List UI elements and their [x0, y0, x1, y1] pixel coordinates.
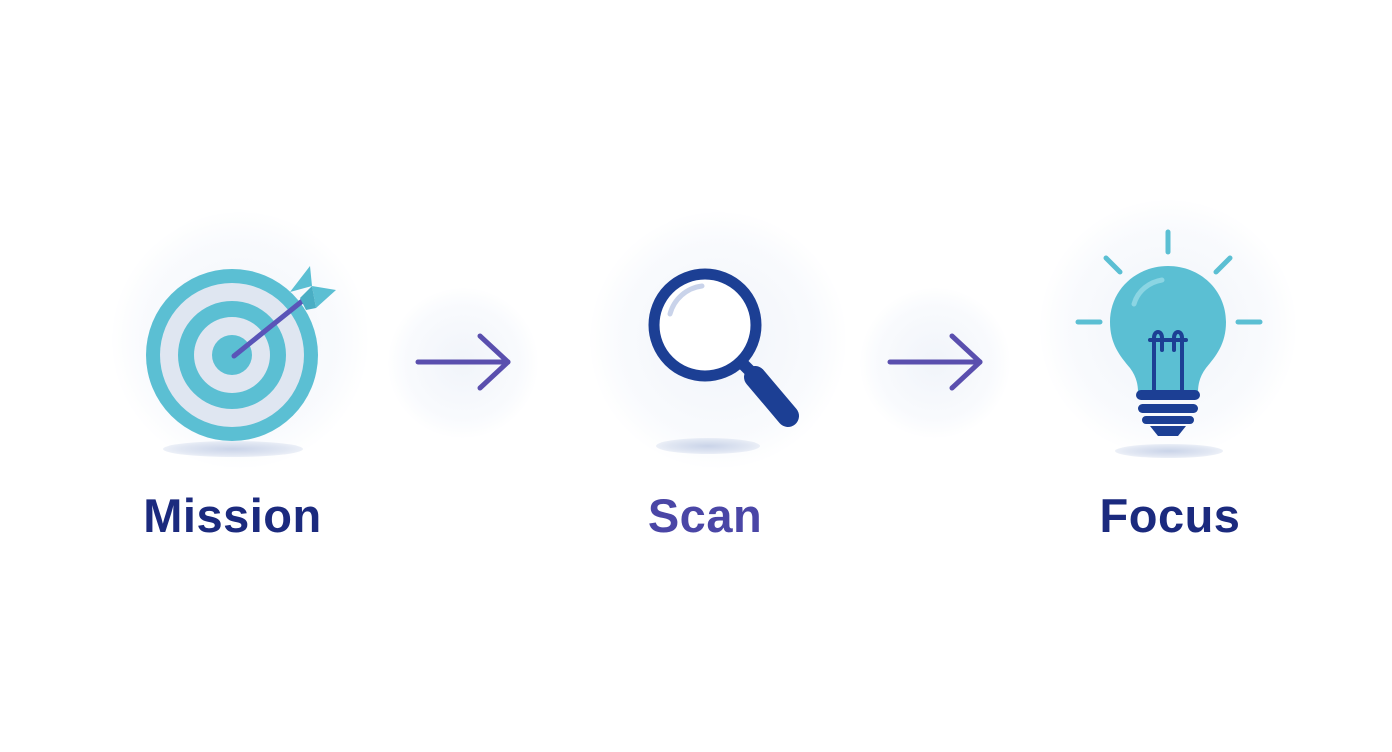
scan-shadow [656, 438, 760, 454]
focus-shadow [1115, 444, 1223, 458]
step-label-mission: Mission [143, 489, 322, 542]
step-label-focus: Focus [1099, 489, 1241, 542]
arrow-right-icon [415, 333, 511, 391]
step-label-scan: Scan [647, 489, 763, 542]
lightbulb-icon [1075, 229, 1263, 436]
mission-shadow [163, 441, 303, 457]
magnifier-icon [648, 268, 799, 427]
arrow-right-icon-2 [887, 333, 983, 391]
target-icon [146, 266, 336, 441]
